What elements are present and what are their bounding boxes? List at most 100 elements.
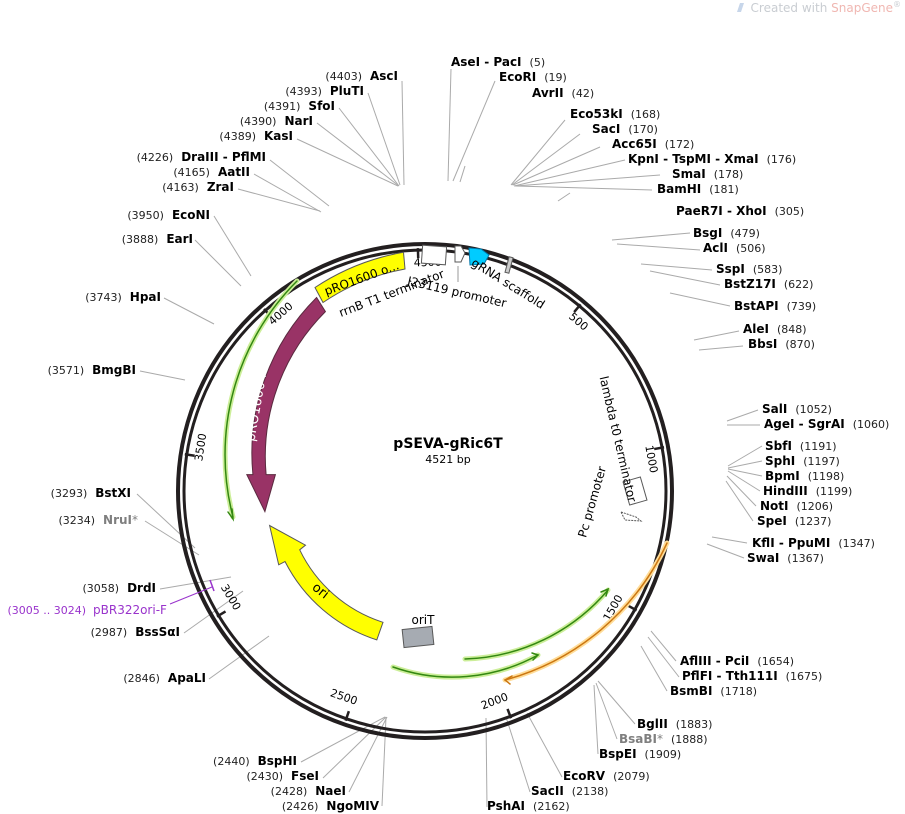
enzyme-site[interactable]: (2428)NaeI (271, 784, 346, 798)
enzyme-site[interactable]: (3888)EarI (122, 232, 193, 246)
enzyme-site[interactable]: BsmBI(1718) (670, 684, 757, 698)
enzyme-site[interactable]: BamHI(181) (657, 182, 739, 196)
enzyme-star: * (132, 513, 138, 527)
enzyme-leader (269, 159, 330, 207)
enzyme-site[interactable]: KpnI - TspMI - XmaI(176) (628, 152, 796, 166)
enzyme-site[interactable]: (4391)SfoI (264, 99, 335, 113)
enzyme-leader (649, 270, 721, 286)
enzyme-name: NotI (760, 499, 789, 513)
enzyme-site[interactable]: (2846)ApaLI (123, 671, 206, 685)
enzyme-site[interactable]: SspI(583) (716, 262, 782, 276)
enzyme-leader (213, 215, 252, 277)
feature-ori[interactable]: ori (268, 524, 384, 641)
enzyme-site[interactable]: (4390)NarI (240, 114, 313, 128)
enzyme-site[interactable]: (3293)BstXI (51, 486, 131, 500)
enzyme-site[interactable]: (2440)BspHI (213, 754, 297, 768)
enzyme-position: (4403) (325, 70, 362, 83)
enzyme-site[interactable]: NotI(1206) (760, 499, 833, 513)
enzyme-site[interactable]: HindIII(1199) (763, 484, 852, 498)
enzyme-site[interactable]: BsgI(479) (693, 226, 760, 240)
enzyme-position: (1197) (803, 455, 840, 468)
enzyme-name: SspI (716, 262, 745, 276)
enzyme-site[interactable]: SphI(1197) (765, 454, 840, 468)
enzyme-name: BamHI (657, 182, 701, 196)
enzyme-site[interactable]: SpeI(1237) (757, 514, 831, 528)
enzyme-site[interactable]: (3058)DrdI (82, 581, 156, 595)
enzyme-leader (514, 174, 661, 187)
enzyme-site[interactable]: (4226)DraIII - PflMI (137, 150, 266, 164)
feature-pro1600-rep[interactable]: pRO1600 Rep (243, 296, 327, 513)
enzyme-site[interactable]: (4163)ZraI (162, 180, 234, 194)
enzyme-position: (2428) (271, 785, 308, 798)
enzyme-site[interactable]: EcoRV(2079) (563, 769, 650, 783)
feature-lambda-t0-terminator[interactable]: lambda t0 terminator (597, 375, 648, 506)
enzyme-site[interactable]: (2987)BssSαI (91, 625, 180, 639)
enzyme-leader (237, 188, 321, 212)
primer-pos: (3005 .. 3024) (7, 604, 86, 617)
enzyme-name: HindIII (763, 484, 808, 498)
enzyme-site[interactable]: SwaI(1367) (747, 551, 824, 565)
enzyme-star: * (657, 732, 663, 746)
feature-pc-label: Pc promoter (575, 465, 609, 539)
enzyme-site[interactable]: AclI(506) (703, 241, 766, 255)
watermark-prefix: Created with (750, 1, 832, 15)
enzyme-site[interactable]: (3950)EcoNI (127, 208, 210, 222)
enzyme-leader (725, 480, 754, 522)
enzyme-name: SalI (762, 402, 787, 416)
enzyme-site[interactable]: BstZ17I(622) (724, 277, 813, 291)
enzyme-site[interactable]: (4403)AscI (325, 69, 398, 83)
enzyme-site[interactable]: AflIII - PciI(1654) (680, 654, 794, 668)
enzyme-site[interactable]: SmaI(178) (672, 167, 743, 181)
enzyme-site[interactable]: SbfI(1191) (765, 439, 837, 453)
enzyme-site[interactable]: (2430)FseI (246, 769, 319, 783)
enzyme-name: DrdI (127, 581, 156, 595)
enzyme-site[interactable]: (2426)NgoMIV (282, 799, 380, 813)
enzyme-site[interactable]: Eco53kI(168) (570, 107, 660, 121)
enzyme-site[interactable]: PshAI(2162) (487, 799, 570, 813)
enzyme-site[interactable]: Acc65I(172) (612, 137, 694, 151)
enzyme-site[interactable]: (4165)AatII (173, 165, 250, 179)
enzyme-site[interactable]: SacII(2138) (531, 784, 608, 798)
enzyme-site[interactable]: (3743)HpaI (85, 290, 161, 304)
enzyme-site[interactable]: BglII(1883) (637, 717, 712, 731)
enzyme-site[interactable]: PflFI - Tth111I(1675) (682, 669, 822, 683)
feature-orit-label: oriT (412, 613, 436, 627)
enzyme-site[interactable]: SacI(170) (592, 122, 658, 136)
enzyme-site[interactable]: KflI - PpuMI(1347) (752, 536, 875, 550)
watermark-brand: SnapGene (831, 1, 893, 15)
enzyme-site[interactable]: AgeI - SgrAI(1060) (764, 417, 889, 431)
enzyme-site[interactable]: AvrII(42) (532, 86, 594, 100)
enzyme-site[interactable]: SalI(1052) (762, 402, 832, 416)
enzyme-site[interactable]: BpmI(1198) (765, 469, 844, 483)
enzyme-site[interactable]: (4393)PluTI (285, 84, 364, 98)
enzyme-site[interactable]: AleI(848) (743, 322, 807, 336)
enzyme-name: ApaLI (168, 671, 206, 685)
enzyme-site[interactable]: (3571)BmgBI (48, 363, 136, 377)
enzyme-name: SfoI (308, 99, 335, 113)
enzyme-name: EcoRI (499, 70, 536, 84)
enzyme-position: (739) (787, 300, 817, 313)
enzyme-site[interactable]: BstAPI(739) (734, 299, 816, 313)
enzyme-position: (2079) (613, 770, 650, 783)
enzyme-site[interactable]: PaeR7I - XhoI(305) (676, 204, 804, 218)
enzyme-position: (2987) (91, 626, 128, 639)
enzyme-site[interactable]: AseI - PacI(5) (451, 55, 545, 69)
enzyme-site[interactable]: BsaBI*(1888) (619, 732, 708, 746)
enzyme-name: BstZ17I (724, 277, 776, 291)
enzyme-site[interactable]: (3234)NruI* (58, 513, 138, 527)
enzyme-leader (485, 717, 488, 808)
enzyme-name: Acc65I (612, 137, 657, 151)
bp-tick-label-3000: 3000 (218, 582, 244, 613)
enzyme-site[interactable]: EcoRI(19) (499, 70, 567, 84)
enzyme-leader (650, 630, 677, 662)
enzyme-name: BglII (637, 717, 668, 731)
enzyme-leader (401, 80, 405, 186)
enzyme-site[interactable]: BspEI(1909) (599, 747, 681, 761)
enzyme-position: (3293) (51, 487, 88, 500)
enzyme-site[interactable]: BbsI(870) (748, 337, 815, 351)
enzyme-site[interactable]: (4389)KasI (219, 129, 293, 143)
enzyme-position: (5) (530, 56, 546, 69)
enzyme-name: BsmBI (670, 684, 712, 698)
feature-orit[interactable]: oriT (401, 613, 436, 649)
